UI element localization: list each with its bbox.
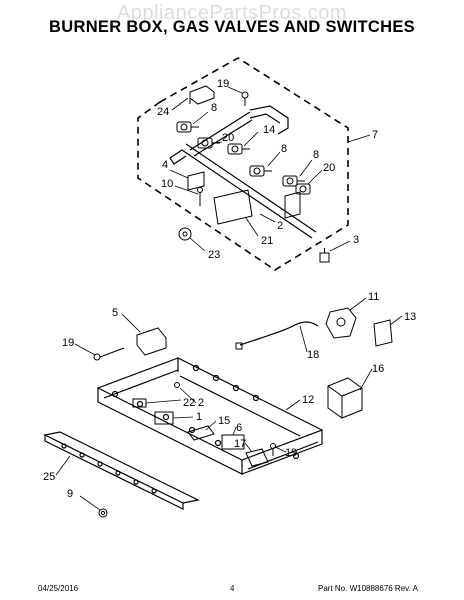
callout-20a: 20 (222, 132, 234, 144)
grommet-icon (178, 227, 192, 241)
callout-25: 25 (43, 471, 55, 483)
footer-part-number: Part No. W10888676 Rev. A (318, 584, 418, 593)
screw-icon-top (241, 91, 249, 106)
nut-icon (98, 508, 108, 518)
callout-4: 4 (162, 159, 168, 171)
footer-page-number: 4 (230, 584, 235, 593)
callout-9: 9 (67, 488, 73, 500)
gas-valve-1 (176, 121, 199, 133)
leader-lines (55, 86, 403, 511)
callout-20b: 20 (323, 162, 335, 174)
front-trim-panel (43, 431, 200, 510)
callout-21: 21 (261, 235, 273, 247)
wire-connector (235, 342, 243, 350)
callout-1: 1 (196, 411, 202, 423)
callout-17: 17 (234, 438, 246, 450)
footer-date: 04/25/2016 (38, 584, 79, 593)
callout-19a: 19 (217, 78, 229, 90)
watermark-text: AppliancePartsPros.com (117, 2, 347, 24)
callout-11: 11 (368, 291, 379, 303)
callout-15: 15 (218, 415, 230, 427)
valve-bracket-right (284, 191, 301, 219)
spark-module (325, 307, 357, 339)
gas-valve-4 (249, 165, 272, 177)
bracket-13 (373, 319, 393, 347)
callout-7: 7 (372, 129, 378, 141)
gas-valve-3 (227, 143, 250, 155)
callout-2a: 2 (277, 220, 283, 232)
callout-8a: 8 (211, 102, 217, 114)
callout-12: 12 (302, 394, 314, 406)
callout-24: 24 (157, 106, 169, 118)
page-title: BURNER BOX, GAS VALVES AND SWITCHES (49, 18, 415, 36)
callout-22: 22 (183, 397, 195, 409)
callout-6: 6 (236, 422, 242, 434)
callout-2b: 2 (198, 397, 204, 409)
screw-icon-right (270, 443, 276, 456)
callout-8c: 8 (313, 149, 319, 161)
gas-valve-6 (295, 183, 311, 195)
callout-8b: 8 (281, 143, 287, 155)
gas-manifold-pipe (169, 105, 317, 239)
screw-icon-10 (197, 187, 203, 206)
plate-15 (187, 425, 215, 441)
transformer-box (327, 377, 363, 419)
callout-5: 5 (112, 307, 118, 319)
gas-valve-5 (282, 175, 305, 187)
callout-19c: 19 (285, 447, 297, 459)
switch-plate-21 (213, 189, 253, 225)
wire-harness (239, 321, 319, 346)
callout-16: 16 (372, 363, 384, 375)
bracket-17 (245, 448, 269, 467)
bracket-5 (136, 327, 167, 356)
callout-10: 10 (161, 178, 173, 190)
callout-14: 14 (263, 124, 275, 136)
burner-box-dashed-outline (137, 57, 349, 271)
orifice-icon (319, 248, 330, 263)
callout-18: 18 (307, 349, 319, 361)
screw-icon-2-lower (174, 382, 180, 388)
switch-22 (132, 398, 147, 408)
callout-3: 3 (353, 234, 359, 246)
burner-box-tray (96, 357, 324, 475)
callout-23: 23 (208, 249, 220, 261)
callout-13: 13 (404, 311, 416, 323)
callout-19b: 19 (62, 337, 74, 349)
switch-bracket (187, 171, 205, 191)
screw-icon-left (93, 347, 125, 361)
